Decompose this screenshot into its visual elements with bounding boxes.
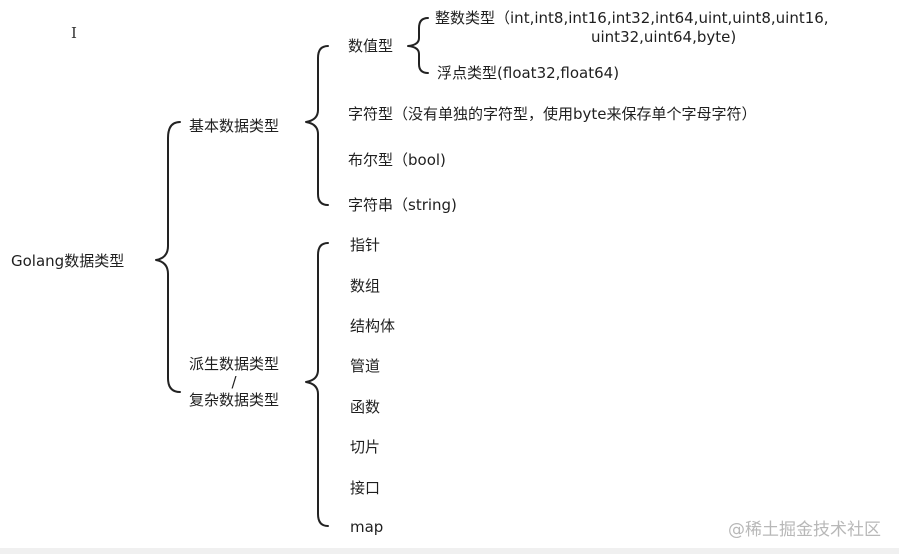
integer-type-detail: （int,int8,int16,int32,int64,uint,uint8,u… <box>495 9 829 27</box>
string-type-label: 字符串（string) <box>348 196 457 214</box>
numeric-bracket <box>407 17 429 74</box>
basic-bracket <box>305 45 329 206</box>
basic-types-label: 基本数据类型 <box>189 117 280 135</box>
numeric-label: 数值型 <box>348 37 394 55</box>
derived-types-label: 派生数据类型 / 复杂数据类型 <box>184 355 284 409</box>
text-cursor-icon: I <box>71 24 77 42</box>
derived-item-pointer: 指针 <box>350 236 381 254</box>
integer-type-detail-cont: uint32,uint64,byte) <box>591 28 737 46</box>
char-type-label: 字符型（没有单独的字符型，使用byte来保存单个字母字符） <box>348 105 757 123</box>
derived-item-array: 数组 <box>350 277 381 295</box>
derived-types-line3: 复杂数据类型 <box>188 391 279 409</box>
derived-item-slice: 切片 <box>350 438 381 456</box>
float-type-detail: (float32,float64) <box>497 64 620 82</box>
derived-item-interface: 接口 <box>350 479 381 497</box>
float-type-node: 浮点类型(float32,float64) <box>437 64 619 82</box>
watermark: @稀土掘金技术社区 <box>728 520 881 540</box>
derived-types-separator: / <box>231 373 237 391</box>
derived-item-function: 函数 <box>350 398 381 416</box>
float-type-label: 浮点类型 <box>437 64 498 82</box>
bottom-scroll-strip <box>0 548 899 554</box>
derived-item-struct: 结构体 <box>350 317 396 335</box>
root-label: Golang数据类型 <box>11 252 125 270</box>
derived-bracket <box>305 242 329 527</box>
derived-types-line1: 派生数据类型 <box>188 355 279 373</box>
integer-type-label: 整数类型 <box>435 9 496 27</box>
integer-type-node: 整数类型（int,int8,int16,int32,int64,uint,uin… <box>435 9 829 27</box>
bool-type-label: 布尔型（bool) <box>348 151 446 169</box>
derived-item-map: map <box>350 518 384 536</box>
root-bracket <box>155 121 181 393</box>
derived-item-channel: 管道 <box>350 357 381 375</box>
